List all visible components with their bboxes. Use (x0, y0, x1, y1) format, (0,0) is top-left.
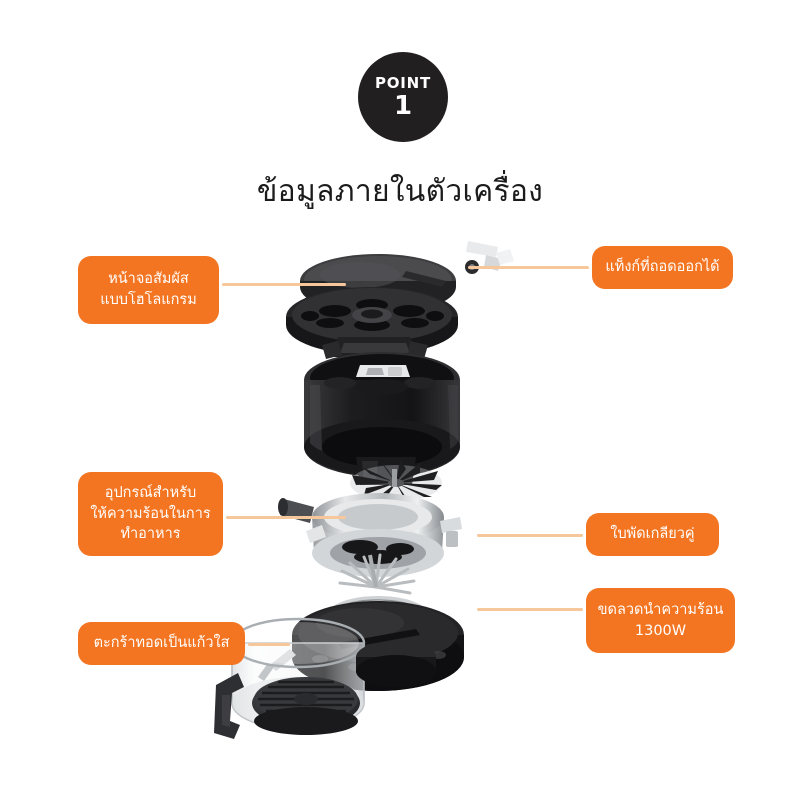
basket-handle (214, 673, 244, 739)
callout-glass-basket[interactable]: ตะกร้าทอดเป็นแก้วใส (78, 622, 245, 665)
connector-line-heater (226, 516, 346, 519)
connector-line-touchscreen (222, 283, 346, 286)
connector-line-tank (468, 266, 589, 269)
connector-line-basket (248, 643, 290, 646)
point-badge-number: 1 (393, 90, 413, 121)
point-badge-word: POINT (374, 73, 432, 92)
point-badge: POINT 1 (358, 52, 448, 142)
product-exploded-illustration (214, 241, 514, 739)
callout-heating-device[interactable]: อุปกรณ์สำหรับ ให้ความร้อนในการ ทำอาหาร (78, 472, 223, 556)
spare-lid-piece (356, 641, 436, 687)
callout-removable-tank[interactable]: แท็งก์ที่ถอดออกได้ (592, 246, 733, 289)
main-body-shell (304, 352, 460, 477)
glass-frying-basket (214, 617, 366, 739)
control-panel-assembly (286, 287, 458, 355)
callout-dual-spiral-fan[interactable]: ใบพัดเกลียวคู่ (586, 513, 719, 556)
grill-plate (252, 677, 360, 735)
callout-heating-coil[interactable]: ขดลวดนำความร้อน 1300W (586, 588, 735, 653)
inner-components (324, 365, 436, 395)
page-title: ข้อมูลภายในตัวเครื่อง (256, 174, 544, 209)
connector-line-coil (477, 608, 583, 611)
motor-side-tube (278, 498, 314, 523)
lid-sensor-clip (465, 241, 514, 274)
connector-line-fan (477, 534, 583, 537)
callout-touchscreen[interactable]: หน้าจอสัมผัส แบบโฮโลแกรม (78, 256, 219, 324)
